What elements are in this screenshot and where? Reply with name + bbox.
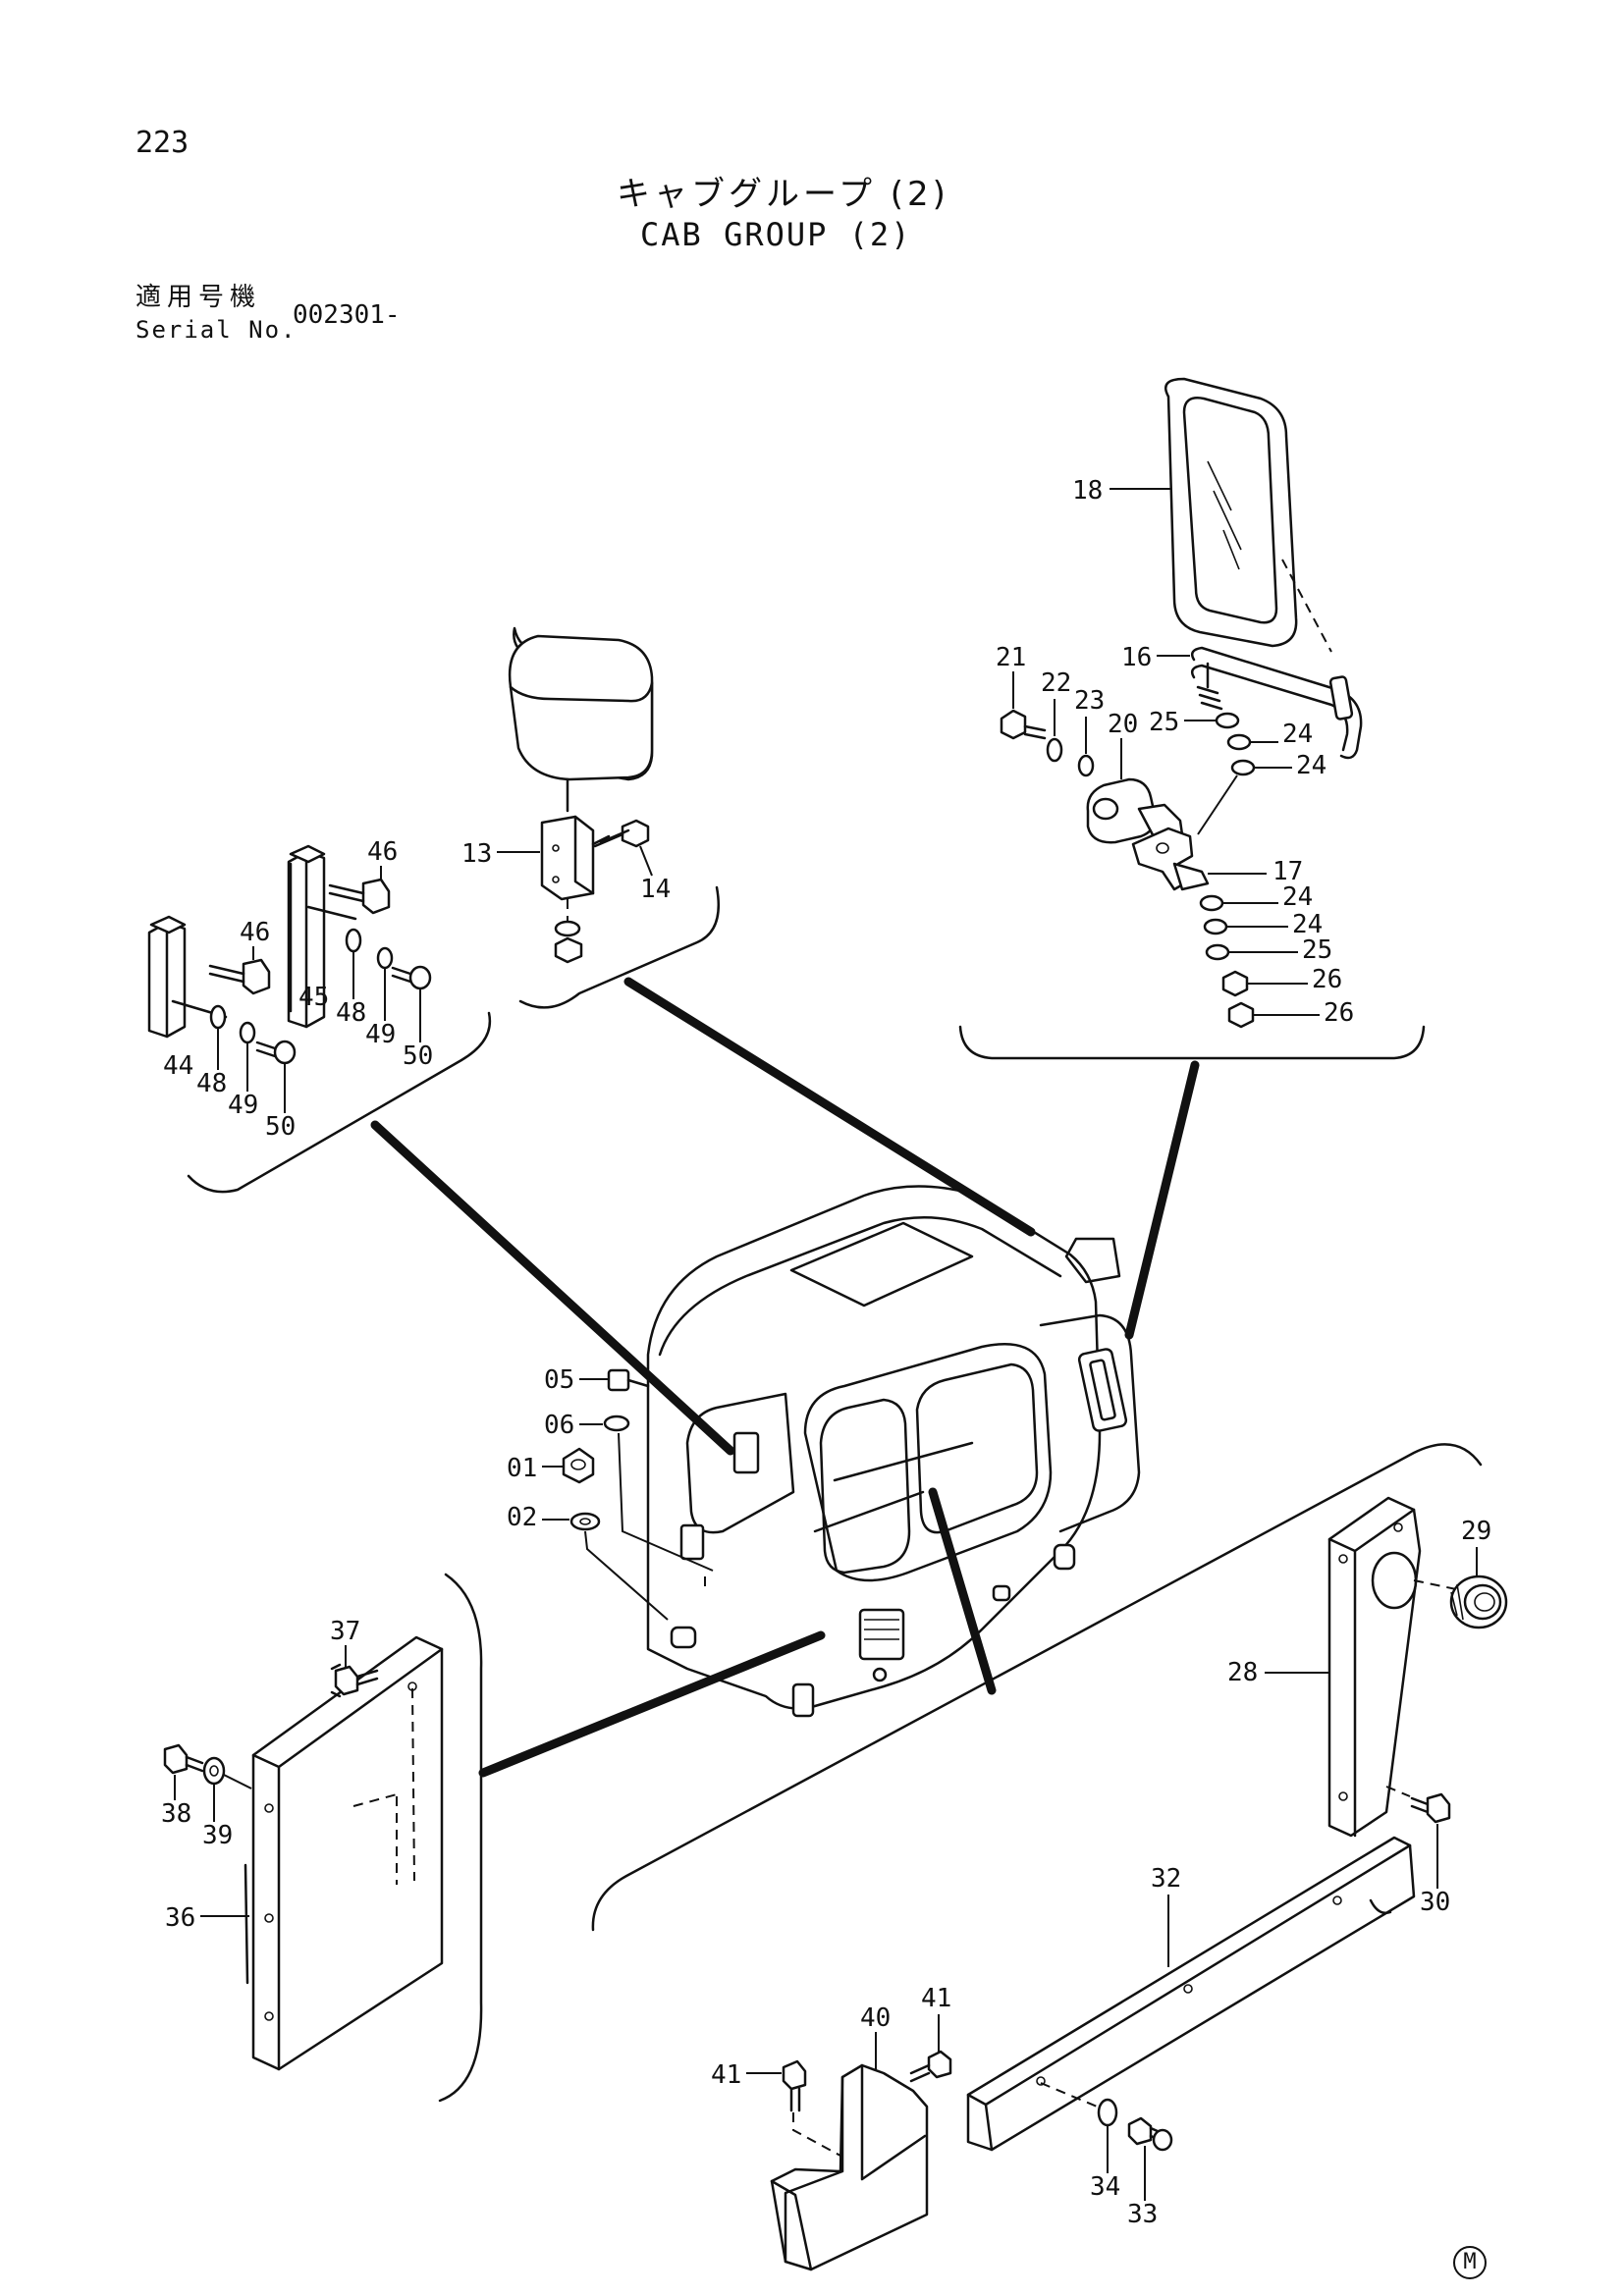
callout-25: 25 bbox=[1149, 708, 1179, 737]
callout-39: 39 bbox=[202, 1821, 233, 1850]
rearview-mirror-assembly bbox=[508, 626, 654, 964]
callout-28: 28 bbox=[1227, 1658, 1258, 1687]
callout-23: 23 bbox=[1074, 686, 1105, 716]
callout-48: 48 bbox=[336, 998, 366, 1028]
page-title: CAB GROUP (2) bbox=[640, 216, 912, 253]
callout-13: 13 bbox=[461, 839, 492, 869]
cab-body bbox=[646, 1185, 1141, 1718]
step-bracket-assembly bbox=[1327, 1496, 1508, 1838]
detail-bracket-handrail bbox=[187, 1011, 492, 1194]
step-plate-assembly bbox=[770, 1836, 1416, 2271]
callout-24: 24 bbox=[1282, 720, 1313, 749]
callout-40: 40 bbox=[860, 2003, 891, 2033]
page-number: 223 bbox=[135, 126, 189, 160]
callout-50: 50 bbox=[265, 1112, 296, 1142]
callout-49: 49 bbox=[365, 1020, 396, 1049]
callout-32: 32 bbox=[1151, 1864, 1181, 1894]
callout-17: 17 bbox=[1272, 857, 1303, 886]
callout-24: 24 bbox=[1282, 882, 1313, 912]
callout-01: 01 bbox=[507, 1454, 537, 1483]
detail-bracket-mirror bbox=[518, 885, 721, 1009]
detail-bracket-cover bbox=[438, 1573, 483, 2103]
callout-02: 02 bbox=[507, 1503, 537, 1532]
callout-24: 24 bbox=[1292, 910, 1323, 939]
callout-22: 22 bbox=[1041, 668, 1071, 698]
callout-50: 50 bbox=[403, 1041, 433, 1071]
callout-29: 29 bbox=[1461, 1517, 1491, 1546]
callout-21: 21 bbox=[996, 643, 1026, 672]
page-title-japanese: キャブグループ (2) bbox=[617, 175, 949, 214]
callout-26: 26 bbox=[1324, 998, 1354, 1028]
detail-bracket-step bbox=[591, 1443, 1483, 1932]
callout-30: 30 bbox=[1420, 1888, 1450, 1917]
callout-37: 37 bbox=[330, 1617, 360, 1646]
callout-33: 33 bbox=[1127, 2200, 1158, 2229]
callout-16: 16 bbox=[1121, 643, 1152, 672]
serial-label: Serial No. bbox=[135, 316, 298, 344]
callout-46: 46 bbox=[367, 837, 398, 867]
callout-26: 26 bbox=[1312, 965, 1342, 994]
callout-41: 41 bbox=[921, 1984, 951, 2013]
connector-line-handrail bbox=[370, 1120, 735, 1456]
callout-18: 18 bbox=[1072, 476, 1103, 506]
callout-14: 14 bbox=[640, 875, 671, 904]
connector-line-side-mirror bbox=[1124, 1060, 1200, 1340]
connector-line-cover bbox=[478, 1630, 826, 1778]
side-cover-assembly bbox=[163, 1635, 444, 2071]
serial-label-japanese: 適用号機 bbox=[135, 283, 262, 312]
detail-bracket-side-mirror bbox=[958, 1025, 1426, 1060]
callout-05: 05 bbox=[544, 1365, 574, 1395]
callout-36: 36 bbox=[165, 1903, 195, 1933]
callout-46: 46 bbox=[240, 918, 270, 947]
callout-24: 24 bbox=[1296, 751, 1326, 780]
callout-34: 34 bbox=[1090, 2172, 1120, 2202]
callout-20: 20 bbox=[1108, 710, 1138, 739]
side-mirror-assembly bbox=[1000, 377, 1363, 1029]
callout-25: 25 bbox=[1302, 935, 1332, 965]
callout-45: 45 bbox=[298, 983, 329, 1012]
callout-48: 48 bbox=[196, 1069, 227, 1098]
callout-06: 06 bbox=[544, 1411, 574, 1440]
cab-fasteners bbox=[562, 1368, 714, 1621]
connector-line-step bbox=[928, 1487, 997, 1695]
callout-49: 49 bbox=[228, 1091, 258, 1120]
serial-number-value: 002301- bbox=[293, 300, 401, 330]
callout-41: 41 bbox=[711, 2060, 741, 2090]
callout-38: 38 bbox=[161, 1799, 191, 1829]
callout-44: 44 bbox=[163, 1051, 193, 1081]
connector-line-mirror bbox=[623, 977, 1036, 1237]
manufacturer-mark: M bbox=[1453, 2246, 1487, 2279]
handrail-bracket-assembly bbox=[147, 844, 432, 1065]
